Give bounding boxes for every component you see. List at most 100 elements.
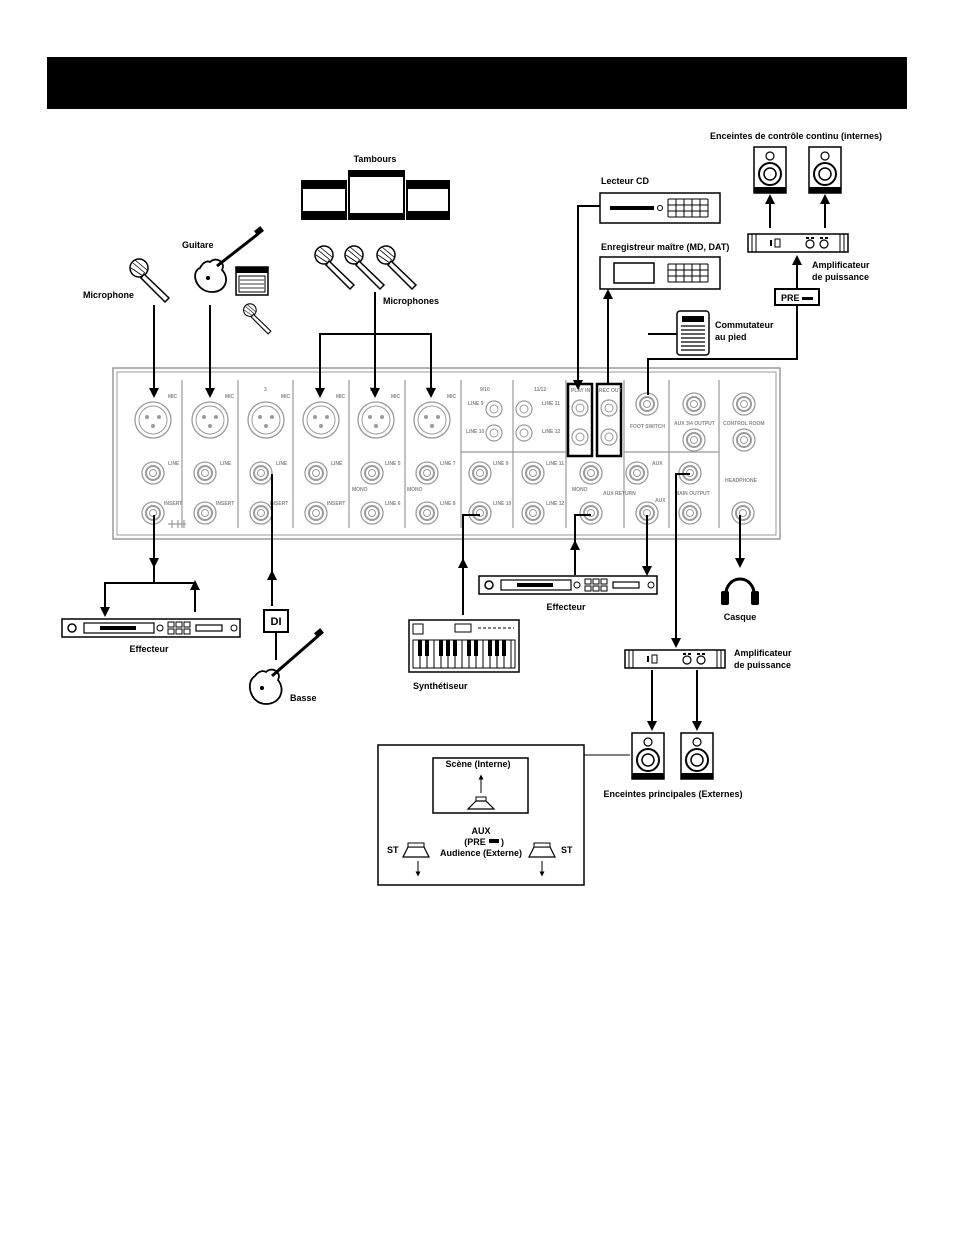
insert-label: INSERT [216,501,234,507]
cd-player-icon [599,192,721,224]
headphones-label: Casque [724,612,757,622]
line-label: LINE 12 [542,429,561,435]
line-label: LINE 5 [385,461,401,467]
speaker-icon [680,732,714,780]
guitar-amp-icon [235,266,269,296]
line-label: LINE [168,461,180,467]
st-label: ST [561,845,573,855]
insert-label: INSERT [327,501,345,507]
mic-label: MIC [281,394,291,400]
rca-input-9[interactable] [485,400,503,418]
control-room-l[interactable] [732,392,756,416]
rec-out-label: REC OUT [599,388,622,394]
rca-input-12[interactable] [515,424,533,442]
xlr-input-2[interactable] [191,401,229,439]
di-box-label: DI [271,616,282,628]
guitar-label: Guitare [182,240,214,250]
insert-label: INSERT [164,501,182,507]
speaker-icon [528,842,556,858]
channel-number: 3 [264,387,267,393]
control-room-r[interactable] [732,428,756,452]
line-input-12[interactable] [521,501,545,525]
line-label: LINE 12 [546,501,565,507]
headphone-label: HEADPHONE [725,478,758,484]
bass-label: Basse [290,693,317,703]
play-in-label: PLAY IN [571,388,591,394]
pre-tag-label: PRE [781,293,800,303]
rca-input-11[interactable] [515,400,533,418]
xlr-input-4[interactable] [302,401,340,439]
xlr-input-5[interactable] [357,401,395,439]
headphone-jack[interactable] [731,501,755,525]
xlr-input-1[interactable] [134,401,172,439]
insert-jack-3[interactable] [249,501,273,525]
cd-player-label: Lecteur CD [601,176,650,186]
main-output-r[interactable] [678,501,702,525]
bass-guitar-icon [248,628,324,705]
xlr-input-3[interactable] [247,401,285,439]
synth-label: Synthétiseur [413,681,468,691]
power-amp-label: de puissance [812,272,869,282]
mono-label: MONO [407,487,423,493]
play-in-r[interactable] [571,428,589,446]
line-label: LINE [276,461,288,467]
microphone-icon [129,258,170,303]
line-input-9[interactable] [468,461,492,485]
aux34-output-1[interactable] [682,392,706,416]
power-amp-label: Amplificateur [812,260,870,270]
line-label: LINE 7 [440,461,456,467]
drum-kit-icon [301,170,450,220]
line-input-5[interactable] [360,461,384,485]
line-label: LINE 11 [546,461,564,467]
aux-send-1[interactable] [625,461,649,485]
main-speakers-label: Enceintes principales (Externes) [603,789,742,799]
line-label: LINE 10 [466,429,485,435]
aux-return-l[interactable] [579,461,603,485]
power-amp-label: de puissance [734,660,791,670]
channel-2: MIC LINE INSERT [191,394,235,525]
line-input-11[interactable] [521,461,545,485]
insert-jack-2[interactable] [193,501,217,525]
line-label: LINE 8 [440,501,456,507]
line-input-1[interactable] [141,461,165,485]
aux-label: AUX [655,498,666,504]
foot-switch-icon [676,310,710,356]
play-in-l[interactable] [571,399,589,417]
line-input-3[interactable] [249,461,273,485]
channel-number: 9/10 [480,387,490,393]
insert-jack-4[interactable] [304,501,328,525]
rec-out-r[interactable] [600,428,618,446]
control-room-label: CONTROL ROOM [723,421,765,427]
foot-switch-jack[interactable] [635,392,659,416]
channel-1: MIC LINE INSERT [134,394,186,528]
line-input-10[interactable] [468,501,492,525]
rca-input-10[interactable] [485,424,503,442]
rec-out-l[interactable] [600,399,618,417]
stereo-channels: 9/10 LINE 9 LINE 10 LINE 9 LINE 10 11/12… [466,387,565,525]
audience-label: Audience (Externe) [440,848,522,858]
mic-label: MIC [168,394,178,400]
line-input-6[interactable] [360,501,384,525]
aux34-output-2[interactable] [682,428,706,452]
power-amp-icon [747,233,849,253]
line-input-8[interactable] [415,501,439,525]
channel-number: 5/6 [370,387,377,393]
channel-strips: MIC LINE INSERT MIC LINE INSERT 3 MIC LI… [134,387,457,528]
xlr-input-7[interactable] [413,401,451,439]
line-input-7[interactable] [415,461,439,485]
mixer-rear-panel [112,367,781,540]
guitar-icon [194,226,264,293]
line-input-4[interactable] [304,461,328,485]
aux-return-r[interactable] [579,501,603,525]
line-input-2[interactable] [193,461,217,485]
effects-unit-icon [61,618,241,638]
speaker-icon [753,146,787,194]
st-label: ST [387,845,399,855]
headphones-icon [721,577,759,605]
line-label: LINE [331,461,343,467]
line-label: LINE 9 [493,461,509,467]
stage-label: Scène (Interne) [445,759,510,769]
microphone-label: Microphone [83,290,134,300]
aux-output-label: AUX 3/4 OUTPUT [674,421,715,427]
